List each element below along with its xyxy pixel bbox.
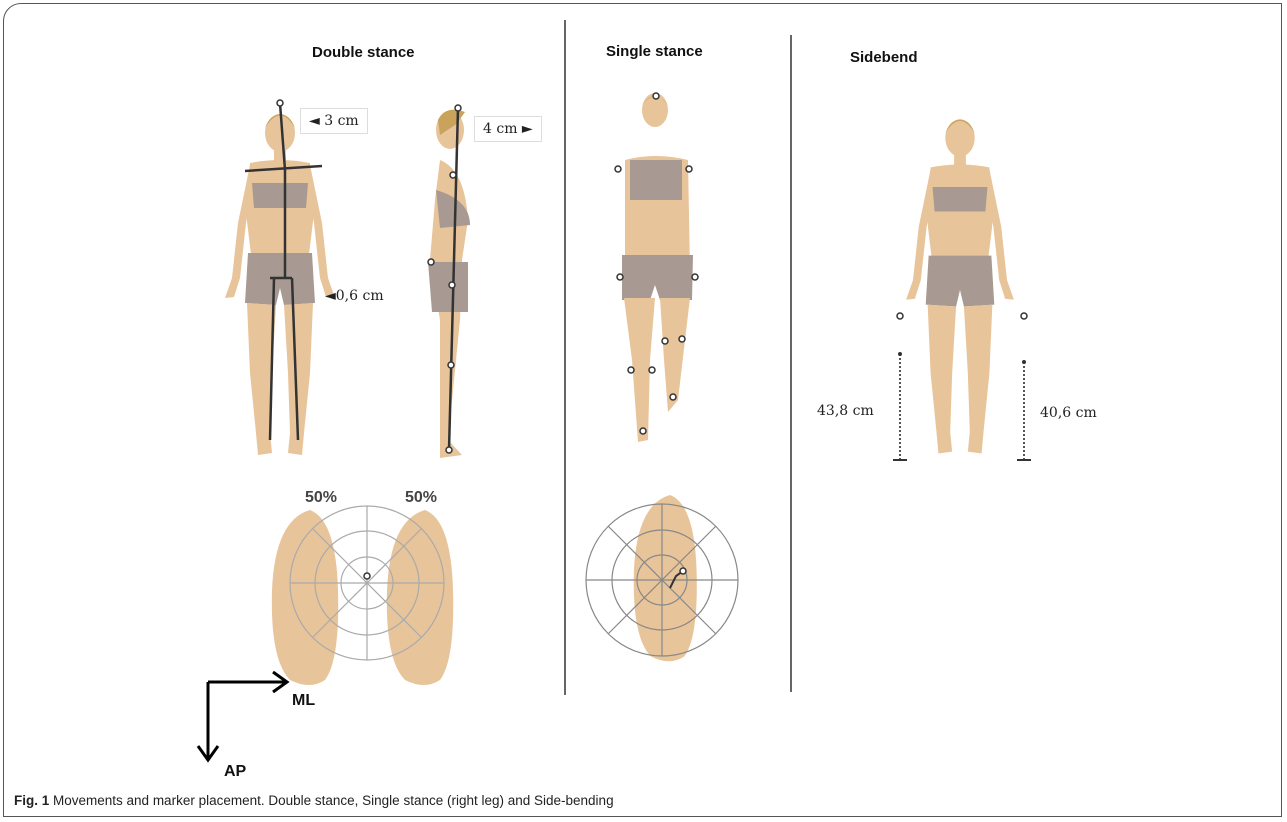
caption-text: Movements and marker placement. Double s…: [49, 793, 613, 808]
ap-axis-label: AP: [224, 763, 246, 781]
sidebend-title: Sidebend: [850, 49, 918, 66]
double-stance-forceplate: [272, 506, 453, 685]
sidebend-right-measure: 40,6 cm: [1040, 405, 1097, 421]
figure-label: Fig. 1: [14, 793, 49, 808]
side-offset-label: 4 cm ►: [474, 116, 542, 142]
pelvis-offset-label: ◄0,6 cm: [325, 288, 384, 304]
double-stance-title: Double stance: [312, 44, 415, 61]
ml-axis-label: ML: [292, 692, 315, 710]
single-stance-title: Single stance: [606, 43, 703, 60]
head-offset-label: ◄ 3 cm: [300, 108, 368, 134]
left-weight-percent: 50%: [305, 489, 337, 507]
right-weight-percent: 50%: [405, 489, 437, 507]
sidebend-left-measure: 43,8 cm: [817, 403, 874, 419]
sidebend-markers: [893, 313, 1031, 460]
single-stance-figure: [622, 93, 693, 442]
sidebend-figure: [906, 119, 1014, 453]
single-stance-forceplate: [586, 495, 738, 661]
axis-arrows: [198, 672, 287, 760]
figure-caption: Fig. 1 Movements and marker placement. D…: [14, 793, 614, 808]
